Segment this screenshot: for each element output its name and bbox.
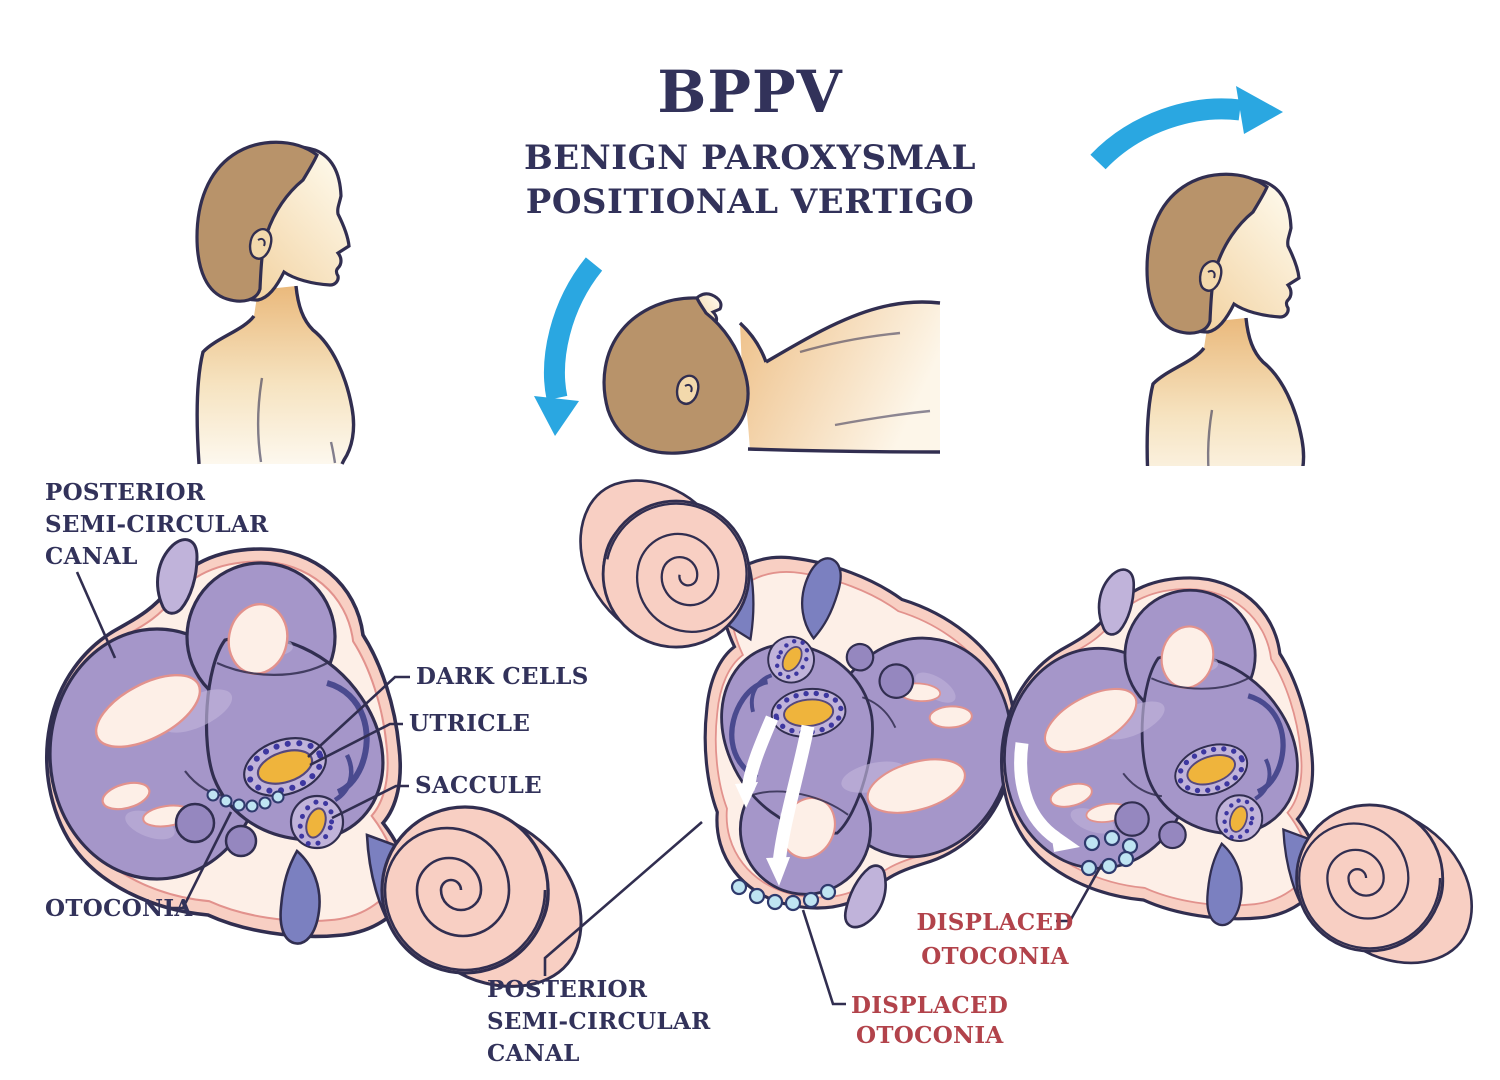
otoconium-dot xyxy=(1103,829,1121,847)
label-posterior-canal: SEMI-CIRCULAR xyxy=(45,511,269,538)
lying-neck-line xyxy=(738,321,768,363)
leader-line xyxy=(75,571,117,659)
otoconia-dots-displaced-right xyxy=(1080,829,1139,877)
otoconium-dot xyxy=(232,798,246,812)
otoconia-fall-arrows xyxy=(735,715,815,886)
otoconium-dot xyxy=(1100,857,1118,875)
inner-ear-tilted xyxy=(512,470,1054,952)
label-posterior-canal: SEMI-CIRCULAR xyxy=(487,1008,711,1035)
fall-arrow-head-icon xyxy=(766,857,790,886)
tilt-down-arrow-icon xyxy=(534,257,603,436)
otoconia-dots-displaced-middle xyxy=(730,878,837,912)
otoconium-dot xyxy=(819,883,837,901)
label-posterior-canal: POSTERIOR xyxy=(487,976,648,1003)
arm-crease xyxy=(834,409,931,427)
otoconium-dot xyxy=(1117,850,1135,868)
otoconium-dot xyxy=(1083,834,1101,852)
label-posterior-canal: CANAL xyxy=(487,1040,580,1067)
label-utricle: UTRICLE xyxy=(409,710,530,737)
label-posterior-canal: CANAL xyxy=(45,543,138,570)
otoconium-dot xyxy=(766,893,784,911)
head-upright-left xyxy=(195,140,356,466)
otoconium-dot xyxy=(245,799,259,813)
otoconium-dot xyxy=(258,796,272,810)
leader-line xyxy=(307,675,410,758)
inner-ear-after-rotation xyxy=(1002,570,1472,963)
head-rotation-arrow-icon xyxy=(1090,86,1283,170)
page-subtitle-line2: POSITIONAL VERTIGO xyxy=(526,182,974,222)
label-displaced-otoconia: OTOCONIA xyxy=(921,943,1069,970)
settle-arrow-head-icon xyxy=(1050,826,1080,852)
otoconium-dot xyxy=(219,794,233,808)
otoconium-dot xyxy=(1121,837,1139,855)
otoconium-dot xyxy=(271,790,285,804)
middle-panel-labels: POSTERIOR SEMI-CIRCULAR CANAL DISPLACED … xyxy=(487,821,1008,1067)
arm-crease xyxy=(799,331,901,354)
otoconium-dot xyxy=(802,891,820,909)
leader-line xyxy=(801,909,846,1006)
label-displaced-otoconia: OTOCONIA xyxy=(856,1022,1004,1049)
page-title: BPPV xyxy=(657,58,842,126)
leader-line xyxy=(543,821,703,976)
title-block: BPPV BENIGN PAROXYSMAL POSITIONAL VERTIG… xyxy=(524,58,976,222)
otoconia-dots-normal xyxy=(206,788,285,813)
figure-lying-supine xyxy=(602,292,941,455)
label-otoconia: OTOCONIA xyxy=(45,895,193,922)
otoconium-dot xyxy=(730,878,748,896)
right-panel-labels: DISPLACED OTOCONIA xyxy=(916,863,1104,970)
fall-arrow-head-icon xyxy=(735,782,758,808)
otoconia-settle-arrow xyxy=(1014,742,1080,852)
label-saccule: SACCULE xyxy=(415,772,542,799)
leader-line xyxy=(168,811,233,910)
label-displaced-otoconia: DISPLACED xyxy=(916,909,1073,936)
fall-arrow-icon xyxy=(772,724,815,865)
otoconium-dot xyxy=(1080,859,1098,877)
lying-hair-shape xyxy=(602,296,750,455)
otoconium-dot xyxy=(206,788,220,802)
page-subtitle-line1: BENIGN PAROXYSMAL xyxy=(524,138,976,178)
ear-inner-fold xyxy=(684,383,693,393)
leader-line xyxy=(309,722,403,767)
lying-torso-shape xyxy=(740,302,940,452)
settle-arrow-icon xyxy=(1014,742,1060,844)
row-crop-mask xyxy=(700,466,1500,500)
lying-shoulder-line xyxy=(765,300,941,364)
otoconium-dot xyxy=(784,894,802,912)
leader-line xyxy=(1056,863,1104,923)
head-upright-right xyxy=(1145,172,1306,498)
lying-bottom-line xyxy=(747,447,941,454)
left-panel-labels: POSTERIOR SEMI-CIRCULAR CANAL DARK CELLS… xyxy=(45,479,589,922)
label-dark-cells: DARK CELLS xyxy=(416,663,589,690)
ear-glyph-icon xyxy=(675,374,700,405)
label-displaced-otoconia: DISPLACED xyxy=(851,992,1008,1019)
otoconium-dot xyxy=(748,887,766,905)
label-posterior-canal: POSTERIOR xyxy=(45,479,206,506)
leader-line xyxy=(331,784,409,820)
